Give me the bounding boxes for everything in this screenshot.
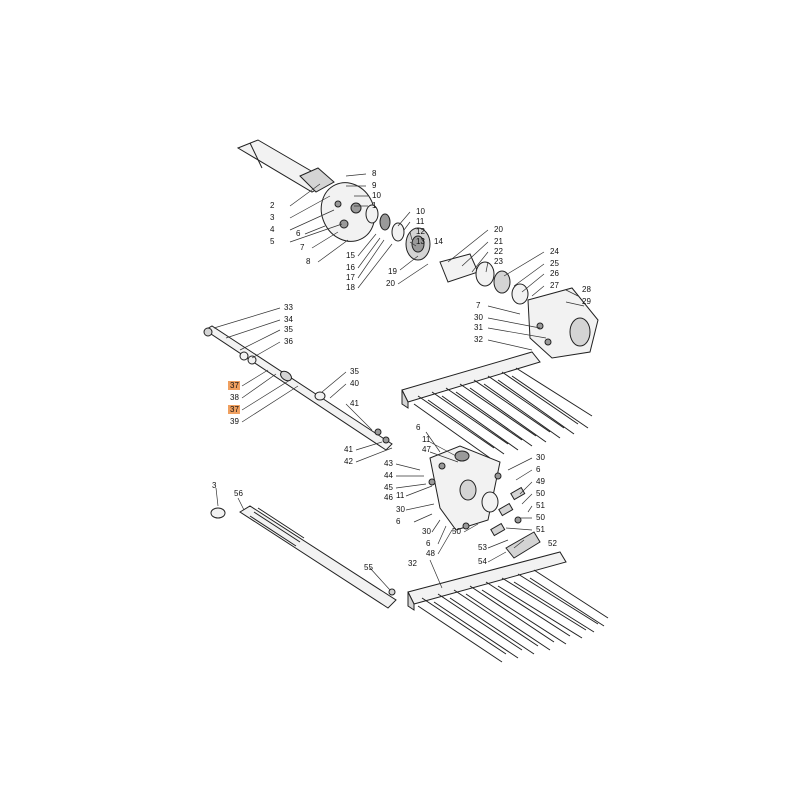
callout-43: 43 <box>384 459 393 468</box>
callout-40: 40 <box>350 379 359 388</box>
callout-6: 6 <box>396 517 401 526</box>
top-tine-comb <box>401 351 593 459</box>
bottom-splined-shaft <box>210 505 397 609</box>
callout-13: 13 <box>416 237 425 246</box>
callout-14: 14 <box>434 237 443 246</box>
callout-3: 3 <box>270 213 275 222</box>
callout-34: 34 <box>284 315 293 324</box>
callout-55: 55 <box>364 563 373 572</box>
callout-20: 20 <box>494 225 503 234</box>
callout-31: 31 <box>474 323 483 332</box>
callout-6: 6 <box>416 423 421 432</box>
callouts-top: 8 9 10 1 2 3 4 5 6 7 8 10 11 12 13 14 15… <box>270 169 591 344</box>
callout-54: 54 <box>478 557 487 566</box>
callout-4: 4 <box>270 225 275 234</box>
callout-2: 2 <box>270 201 275 210</box>
callout-32: 32 <box>408 559 417 568</box>
callout-45: 45 <box>384 483 393 492</box>
callout-6: 6 <box>426 539 431 548</box>
callout-49: 49 <box>536 477 545 486</box>
callout-32: 32 <box>474 335 483 344</box>
callout-10: 10 <box>416 207 425 216</box>
callout-42: 42 <box>344 457 353 466</box>
top-gearbox-cover <box>511 283 599 359</box>
callout-30: 30 <box>474 313 483 322</box>
callout-5: 5 <box>270 237 275 246</box>
callout-10: 10 <box>372 191 381 200</box>
callout-17: 17 <box>346 273 355 282</box>
callout-22: 22 <box>494 247 503 256</box>
callout-11: 11 <box>396 491 405 500</box>
callout-41: 41 <box>344 445 353 454</box>
callout-37: 37 <box>230 405 239 414</box>
callout-18: 18 <box>346 283 355 292</box>
callout-30: 30 <box>422 527 431 536</box>
callout-52: 52 <box>548 539 557 548</box>
callout-56: 56 <box>234 489 243 498</box>
callout-37: 37 <box>230 381 239 390</box>
callout-39: 39 <box>230 417 239 426</box>
callout-1: 1 <box>372 201 377 210</box>
callout-6: 6 <box>296 229 301 238</box>
callout-23: 23 <box>494 257 503 266</box>
callout-12: 12 <box>416 227 425 236</box>
callout-16: 16 <box>346 263 355 272</box>
callout-21: 21 <box>494 237 503 246</box>
callout-44: 44 <box>384 471 393 480</box>
callout-11: 11 <box>416 217 425 226</box>
callout-48: 48 <box>426 549 435 558</box>
callout-35: 35 <box>284 325 293 334</box>
callout-3: 3 <box>212 481 217 490</box>
callout-27: 27 <box>550 281 559 290</box>
callout-50: 50 <box>536 513 545 522</box>
callout-25: 25 <box>550 259 559 268</box>
top-bearing-rings <box>365 204 405 242</box>
callout-30: 30 <box>536 453 545 462</box>
callout-28: 28 <box>582 285 591 294</box>
callout-37-highlight <box>228 381 240 390</box>
callout-6: 6 <box>536 465 541 474</box>
top-drive-shaft <box>236 139 335 193</box>
callout-46: 46 <box>384 493 393 502</box>
mid-gearbox-housing <box>428 445 502 531</box>
callout-30: 30 <box>396 505 405 514</box>
callout-41: 41 <box>350 399 359 408</box>
callout-33: 33 <box>284 303 293 312</box>
callout-51: 51 <box>536 525 545 534</box>
callout-7: 7 <box>476 301 481 310</box>
callout-50: 50 <box>536 489 545 498</box>
callout-9: 9 <box>372 181 377 190</box>
callout-24: 24 <box>550 247 559 256</box>
callout-8: 8 <box>372 169 377 178</box>
callouts-bottom: 3 56 55 32 <box>212 481 417 572</box>
callout-11: 11 <box>422 435 431 444</box>
callout-37-highlight <box>228 405 240 414</box>
callout-47: 47 <box>422 445 431 454</box>
callouts-middle: 33 34 35 36 37 38 37 39 35 40 41 41 42 6… <box>228 303 557 566</box>
callout-26: 26 <box>550 269 559 278</box>
callout-38: 38 <box>230 393 239 402</box>
callout-7: 7 <box>300 243 305 252</box>
callout-53: 53 <box>478 543 487 552</box>
top-bevel-gear <box>405 227 431 261</box>
callout-19: 19 <box>388 267 397 276</box>
callout-35: 35 <box>350 367 359 376</box>
callout-8: 8 <box>306 257 311 266</box>
bottom-tine-comb <box>407 551 609 663</box>
callout-20: 20 <box>386 279 395 288</box>
callout-50: 50 <box>452 527 461 536</box>
mid-long-shaft <box>203 325 393 451</box>
mid-clips-and-bolts <box>462 486 526 537</box>
callout-29: 29 <box>582 297 591 306</box>
callout-36: 36 <box>284 337 293 346</box>
mid-guard-plate <box>505 531 541 559</box>
callout-51: 51 <box>536 501 545 510</box>
callout-15: 15 <box>346 251 355 260</box>
leader-lines <box>213 173 585 591</box>
